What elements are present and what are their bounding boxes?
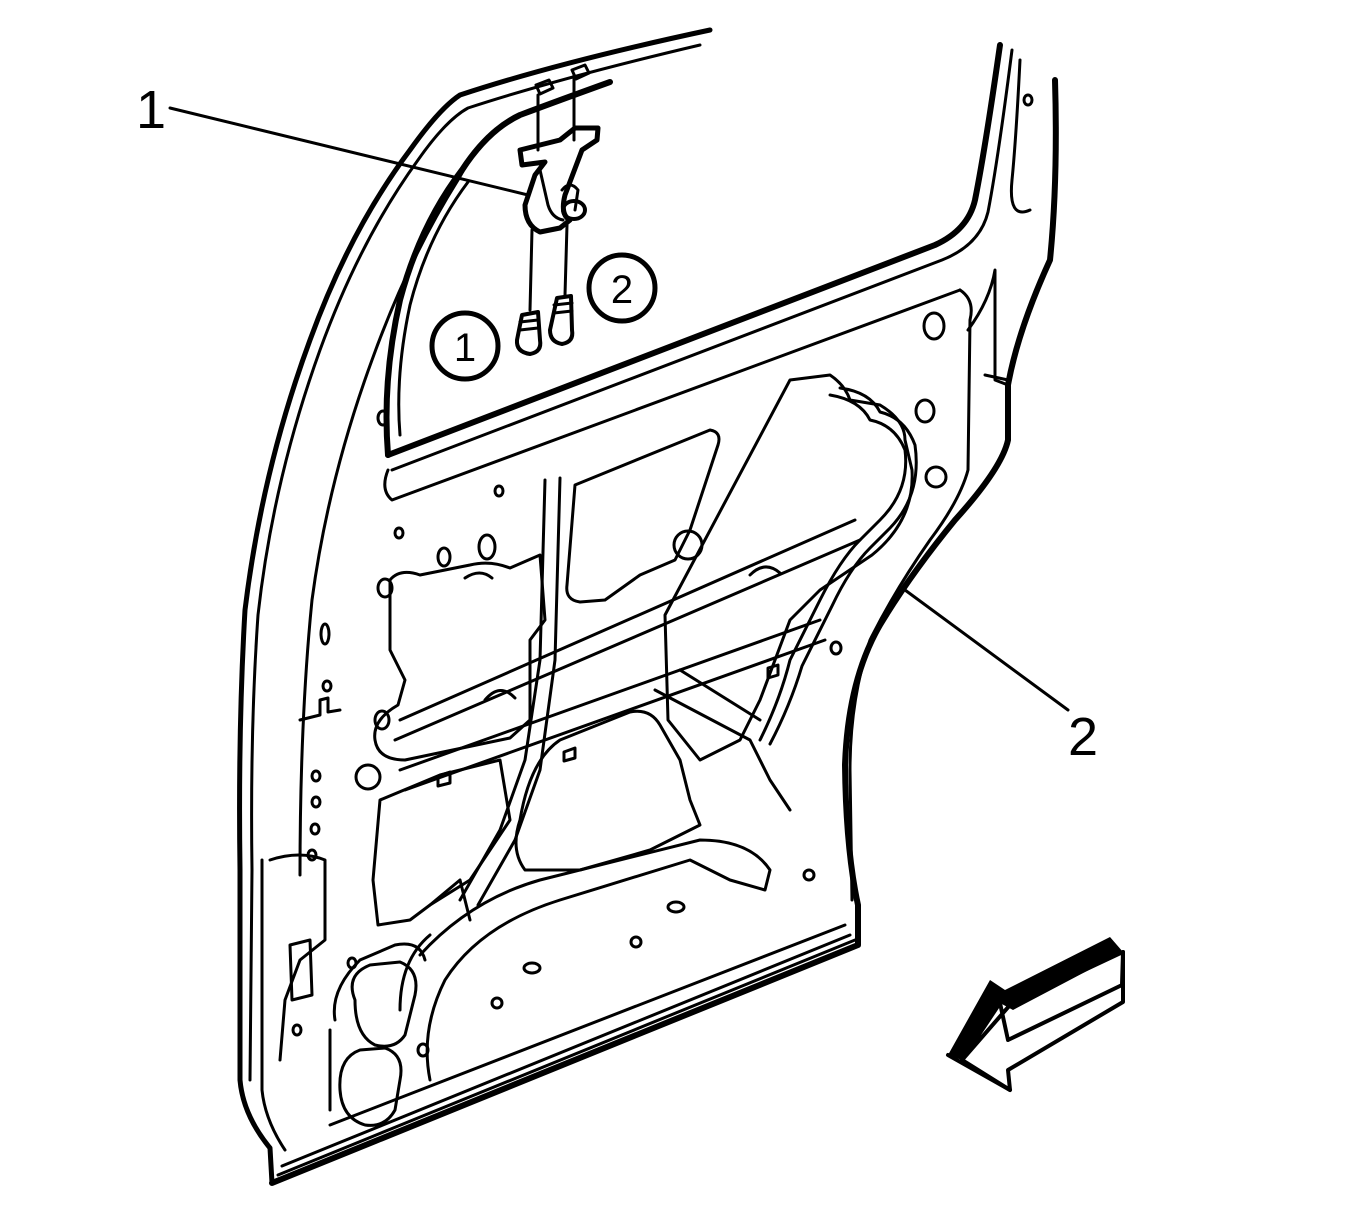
step-1-number: 1 xyxy=(454,326,476,370)
view-direction-arrow-icon xyxy=(946,937,1125,1092)
callout-part-2: 2 xyxy=(1068,707,1098,767)
panel-holes xyxy=(291,93,1034,1058)
fasteners xyxy=(514,63,591,356)
callout-leaders xyxy=(168,106,1070,712)
inner-panel xyxy=(268,268,1010,1127)
step-2-number: 2 xyxy=(611,268,633,312)
check-link-bracket xyxy=(517,125,601,235)
window-frame xyxy=(383,42,1032,502)
step-2-badge: 2 xyxy=(586,252,658,324)
callout-part-1: 1 xyxy=(136,80,166,140)
rear-door-shell xyxy=(237,27,1059,1186)
step-1-badge: 1 xyxy=(429,310,501,382)
